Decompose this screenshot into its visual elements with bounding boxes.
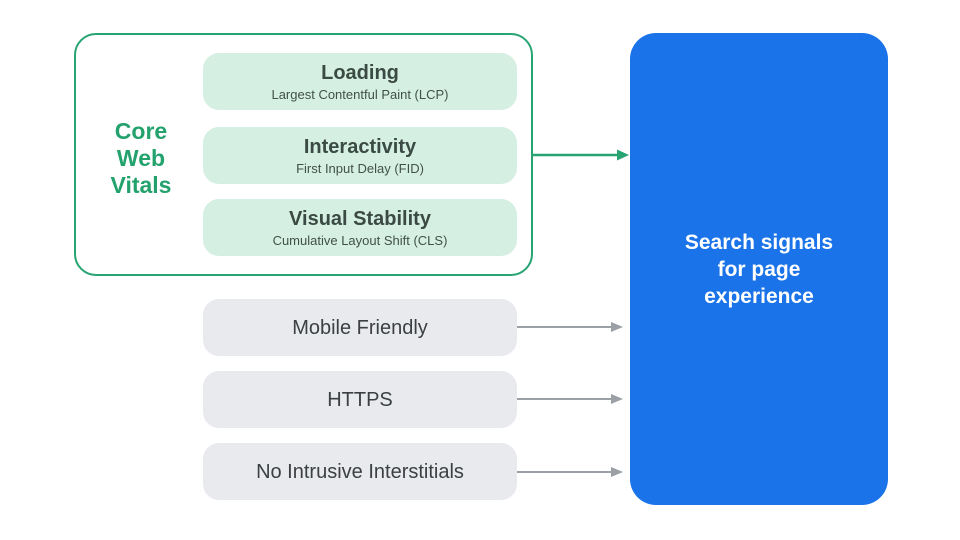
https-arrow: [517, 394, 623, 404]
mobile-friendly-arrow: [517, 322, 623, 332]
https-pill: HTTPS: [203, 371, 517, 428]
core-web-vitals-label: Core Web Vitals: [110, 118, 172, 198]
https-label: HTTPS: [327, 388, 393, 411]
loading-pill: Loading Largest Contentful Paint (LCP): [203, 53, 517, 110]
core-web-vitals-arrow: [533, 149, 629, 161]
search-signals-label: Search signals for page experience: [684, 230, 834, 308]
interactivity-subtitle: First Input Delay (FID): [296, 160, 424, 176]
no-intrusive-interstitials-label: No Intrusive Interstitials: [256, 460, 464, 483]
mobile-friendly-label: Mobile Friendly: [292, 316, 428, 339]
search-signals-box: Search signals for page experience: [630, 33, 888, 505]
loading-title: Loading: [321, 61, 399, 84]
mobile-friendly-pill: Mobile Friendly: [203, 299, 517, 356]
visual-stability-pill: Visual Stability Cumulative Layout Shift…: [203, 199, 517, 256]
visual-stability-title: Visual Stability: [289, 207, 431, 230]
no-intrusive-interstitials-arrow: [517, 467, 623, 477]
interactivity-title: Interactivity: [303, 135, 417, 158]
visual-stability-subtitle: Cumulative Layout Shift (CLS): [272, 232, 448, 248]
no-intrusive-interstitials-pill: No Intrusive Interstitials: [203, 443, 517, 500]
interactivity-pill: Interactivity First Input Delay (FID): [203, 127, 517, 184]
loading-subtitle: Largest Contentful Paint (LCP): [271, 86, 449, 102]
